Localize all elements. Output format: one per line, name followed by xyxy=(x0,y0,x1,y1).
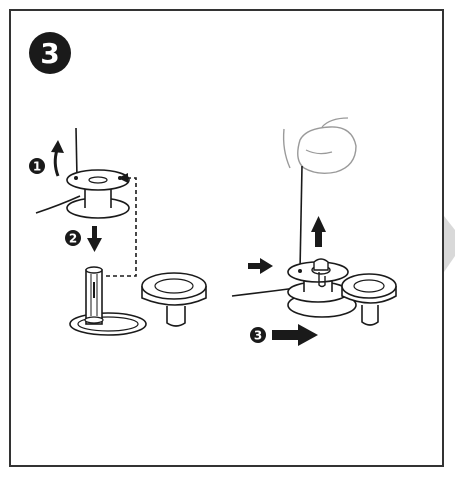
next-step-arrow-icon[interactable] xyxy=(444,216,455,272)
svg-text:2: 2 xyxy=(69,232,77,246)
step-panel xyxy=(9,9,444,467)
bobbin-stopper-right xyxy=(341,273,397,326)
step-number-badge: 3 xyxy=(29,32,71,74)
left-illustration: 1 2 xyxy=(29,127,207,336)
down-arrow-icon xyxy=(92,226,97,240)
step-number: 3 xyxy=(40,37,59,70)
svg-text:1: 1 xyxy=(33,160,41,174)
hand-icon xyxy=(282,117,357,175)
marker-2: 2 xyxy=(65,230,81,246)
bobbin-right xyxy=(287,258,349,303)
slide-right-arrow-icon xyxy=(272,330,300,340)
right-arrow-icon xyxy=(248,263,262,269)
marker-3: 3 xyxy=(250,327,266,343)
bobbin-stopper-left xyxy=(141,272,207,327)
right-illustration: 3 xyxy=(231,117,397,346)
bobbin-left xyxy=(66,169,130,219)
up-arrow-icon xyxy=(315,230,322,247)
bobbin-winder-spindle xyxy=(69,266,147,336)
dashed-guide xyxy=(106,177,137,277)
svg-text:3: 3 xyxy=(254,329,262,343)
marker-1: 1 xyxy=(29,158,45,174)
